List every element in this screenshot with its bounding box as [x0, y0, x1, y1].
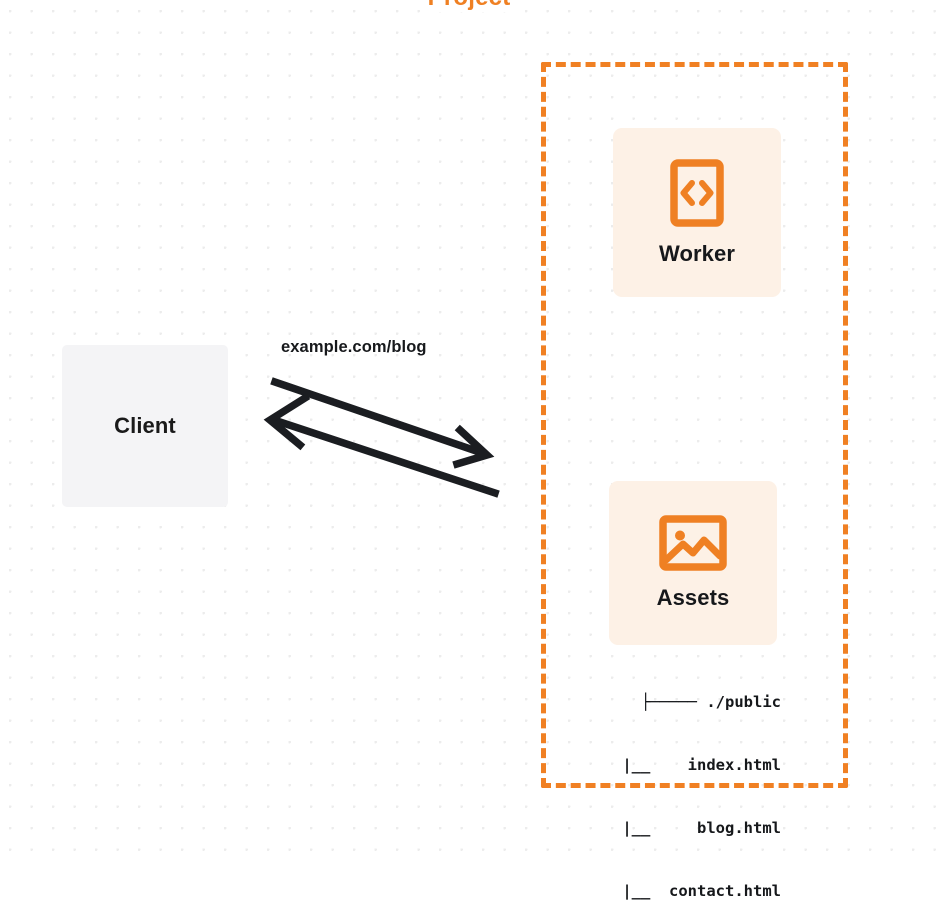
background-dot-grid — [0, 0, 938, 860]
tree-row: |__ contact.html — [566, 882, 781, 900]
asset-file-tree: ├───── ./public |__ index.html |__ blog.… — [541, 650, 781, 923]
response-arrow — [263, 392, 500, 498]
assets-node[interactable]: Assets — [609, 481, 777, 645]
worker-title: Worker — [659, 240, 735, 266]
connection-url-label: example.com/blog — [281, 338, 427, 356]
client-label: Client — [114, 413, 176, 438]
project-title: Project — [420, 0, 518, 12]
request-arrow — [270, 377, 495, 469]
project-boundary — [541, 62, 848, 788]
image-icon — [659, 515, 727, 571]
assets-title: Assets — [656, 585, 730, 610]
tree-row: |__ index.html — [566, 756, 781, 774]
connection-arrows — [263, 377, 500, 498]
client-node[interactable]: Client — [62, 345, 228, 507]
tree-row: |__ blog.html — [566, 819, 781, 837]
code-brackets-icon — [670, 158, 724, 227]
worker-node[interactable]: Worker — [613, 128, 781, 297]
tree-row: ├───── ./public — [641, 693, 781, 711]
